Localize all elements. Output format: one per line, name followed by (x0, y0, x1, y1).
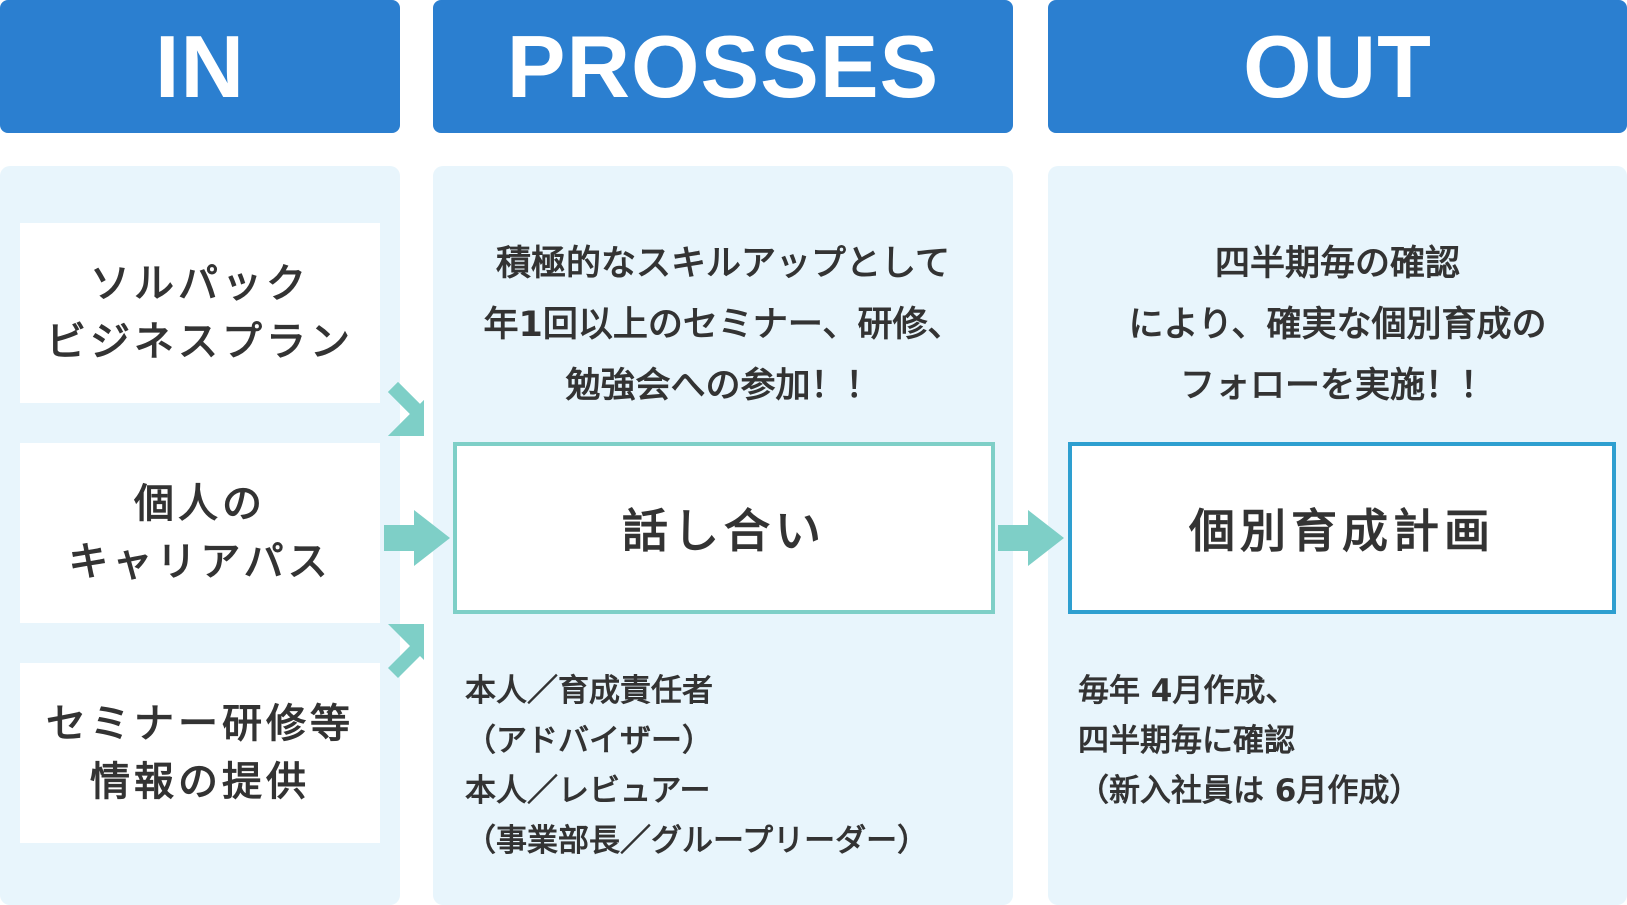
input-box-seminar-info: セミナー研修等 情報の提供 (20, 663, 380, 843)
output-schedule-note: 毎年 4月作成、 四半期毎に確認 （新入社員は 6月作成） (1078, 673, 1421, 809)
panel-process: 積極的なスキルアップとして 年1回以上のセミナー、研修、 勉強会への参加！！ 話… (433, 166, 1013, 905)
process-participants-note: 本人／育成責任者 （アドバイザー） 本人／レビュアー （事業部長／グループリーダ… (465, 673, 929, 859)
input-box-business-plan: ソルパック ビジネスプラン (20, 223, 380, 403)
output-description: 四半期毎の確認 により、確実な個別育成の フォローを実施！！ (1128, 244, 1547, 406)
arrow-process-to-output-icon (998, 510, 1064, 566)
arrow-diagonal-up-right-icon (388, 624, 424, 678)
input-box-career-path: 個人の キャリアパス (20, 443, 380, 623)
panel-in: ソルパック ビジネスプラン 個人の キャリアパス セミナー研修等 情報の提供 (0, 166, 400, 905)
header-in: IN (0, 0, 400, 133)
panel-out: 四半期毎の確認 により、確実な個別育成の フォローを実施！！ 個別育成計画 毎年… (1048, 166, 1627, 905)
talk-box: 話し合い (453, 442, 995, 614)
arrow-diagonal-down-right-icon (388, 382, 424, 436)
process-description: 積極的なスキルアップとして 年1回以上のセミナー、研修、 勉強会への参加！！ (483, 244, 963, 406)
arrow-right-icon (384, 510, 450, 566)
header-process: PROSSES (433, 0, 1013, 133)
header-out: OUT (1048, 0, 1627, 133)
plan-box: 個別育成計画 (1068, 442, 1616, 614)
